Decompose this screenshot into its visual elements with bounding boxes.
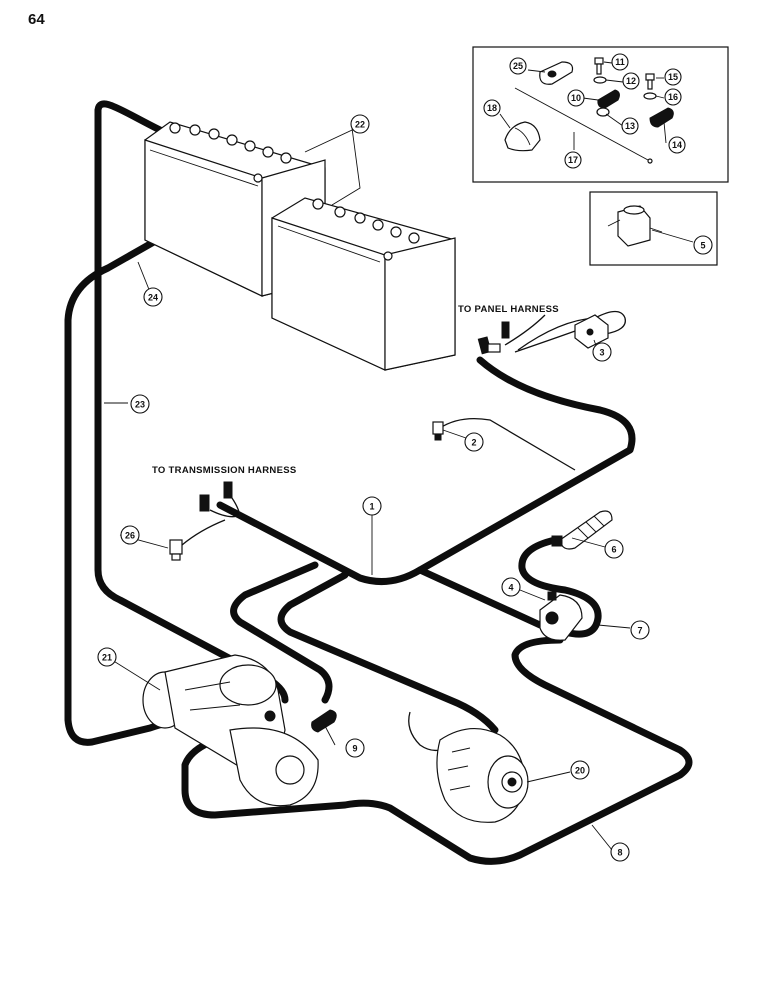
transmission-harness-connectors (199, 481, 233, 512)
sender-6 (551, 510, 613, 550)
svg-text:23: 23 (135, 400, 145, 410)
svg-text:14: 14 (672, 140, 682, 150)
svg-text:2: 2 (471, 438, 476, 448)
hardware-screw-11 (594, 57, 604, 75)
hardware-clamp-18 (504, 121, 541, 152)
panel-connector-wire (504, 314, 579, 353)
harness-branch-alternator (277, 571, 499, 734)
hardware-tie-17 (514, 87, 653, 164)
svg-text:11: 11 (615, 57, 625, 67)
svg-text:4: 4 (508, 583, 513, 593)
svg-text:16: 16 (668, 92, 678, 102)
relay-5 (607, 205, 663, 247)
callout-3: 3 (592, 342, 612, 362)
callout-11: 11 (611, 53, 629, 71)
svg-text:20: 20 (575, 766, 585, 776)
hardware-washer-16 (643, 92, 657, 100)
svg-text:24: 24 (148, 293, 158, 303)
harness-branch-solenoid (416, 566, 544, 629)
caption-transmission-harness: TO TRANSMISSION HARNESS (152, 465, 297, 476)
hardware-washer-12 (593, 76, 607, 84)
cable-23 (94, 100, 289, 704)
switch-3-wire (517, 310, 626, 351)
svg-text:25: 25 (513, 61, 523, 71)
hardware-clip-14 (649, 107, 674, 128)
callout-17: 17 (564, 151, 582, 169)
callout-13: 13 (621, 117, 639, 135)
svg-text:13: 13 (625, 121, 635, 131)
harness-branch-starter (230, 561, 333, 704)
svg-text:5: 5 (700, 241, 705, 251)
caption-panel-harness: TO PANEL HARNESS (458, 304, 559, 315)
callout-12: 12 (622, 72, 640, 90)
alternator-wire (408, 711, 441, 752)
battery-right-caps (312, 198, 420, 261)
callout-9: 9 (345, 738, 365, 758)
svg-text:21: 21 (102, 653, 112, 663)
connector-9 (311, 709, 337, 733)
sender-26 (169, 539, 183, 561)
svg-text:1: 1 (369, 502, 374, 512)
svg-text:8: 8 (617, 848, 622, 858)
callout-23: 23 (130, 394, 150, 414)
cable-7 (518, 536, 602, 638)
trans-connector-wire (209, 497, 241, 519)
sender-2-wire (439, 417, 576, 471)
sender-2 (432, 421, 444, 441)
callout-26: 26 (120, 525, 140, 545)
svg-text:22: 22 (355, 120, 365, 130)
callout-21: 21 (97, 647, 117, 667)
battery-left-caps (169, 122, 292, 183)
svg-text:3: 3 (599, 348, 604, 358)
callout-6: 6 (604, 539, 624, 559)
hardware-clip-10 (597, 89, 620, 109)
battery-right (271, 197, 456, 371)
callout-14: 14 (668, 136, 686, 154)
switch-3 (574, 314, 609, 349)
callout-2: 2 (464, 432, 484, 452)
main-harness-1 (216, 356, 636, 586)
svg-text:26: 26 (125, 531, 135, 541)
relay-inset-box (589, 191, 718, 266)
callout-1: 1 (362, 496, 382, 516)
callout-18: 18 (483, 99, 501, 117)
svg-text:7: 7 (637, 626, 642, 636)
svg-text:6: 6 (611, 545, 616, 555)
svg-text:15: 15 (668, 72, 678, 82)
callout-25: 25 (509, 57, 527, 75)
callout-10: 10 (567, 89, 585, 107)
hardware-screw-15 (645, 73, 655, 90)
callout-22: 22 (350, 114, 370, 134)
page-number: 64 (28, 11, 45, 28)
solenoid-4 (539, 591, 583, 641)
svg-text:10: 10 (571, 93, 581, 103)
cable-8 (181, 636, 693, 865)
callout-24: 24 (143, 287, 163, 307)
callout-7: 7 (630, 620, 650, 640)
svg-text:9: 9 (352, 744, 357, 754)
hardware-clip-25 (539, 61, 574, 85)
callout-16: 16 (664, 88, 682, 106)
starter-motor-21 (142, 654, 319, 807)
svg-text:12: 12 (626, 76, 636, 86)
callout-20: 20 (570, 760, 590, 780)
callout-5: 5 (693, 235, 713, 255)
panel-harness-connectors (477, 321, 510, 355)
sender-26-wire (181, 519, 226, 546)
alternator-20 (436, 727, 529, 823)
callout-8: 8 (610, 842, 630, 862)
callout-15: 15 (664, 68, 682, 86)
svg-text:18: 18 (487, 103, 497, 113)
callout-4: 4 (501, 577, 521, 597)
svg-text:17: 17 (568, 155, 578, 165)
